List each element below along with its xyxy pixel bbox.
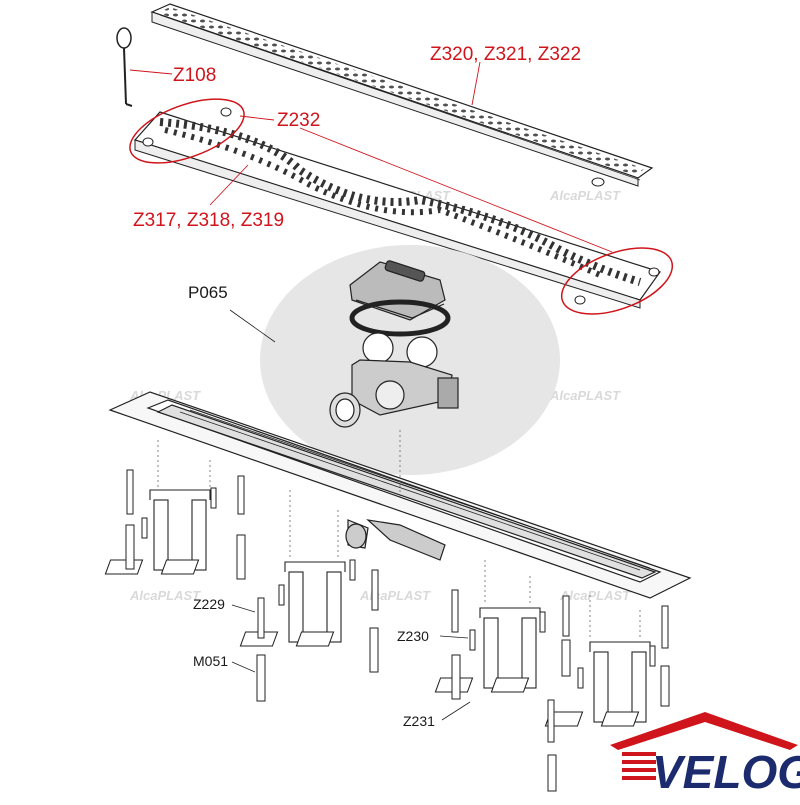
- label-anchor: M051: [193, 653, 228, 669]
- label-screw-small: Z229: [193, 596, 225, 612]
- label-bracket: Z231: [403, 713, 435, 729]
- label-screw-cover: Z232: [277, 110, 320, 131]
- bracket-3: [434, 607, 541, 693]
- label-siphon: P065: [188, 283, 228, 302]
- bracket-2: [239, 561, 346, 647]
- bracket-4: [544, 641, 651, 727]
- bracket-1: [104, 489, 211, 575]
- highlight-circle: [560, 247, 674, 315]
- grate-short: [133, 107, 661, 309]
- assembly-lines: [157, 430, 641, 640]
- logo-text: VELOG: [652, 746, 800, 798]
- label-screw-leg: Z230: [397, 628, 429, 644]
- pin-part: [116, 27, 133, 107]
- watermark: AlcaPLAST: [559, 588, 631, 603]
- watermark: AlcaPLAST: [549, 188, 621, 203]
- screws-anchors: [125, 469, 670, 792]
- watermark: AlcaPLAST: [549, 388, 621, 403]
- siphon-part: [329, 260, 459, 428]
- label-grate-long: Z320, Z321, Z322: [430, 44, 581, 65]
- leader-lines: [129, 61, 613, 253]
- velog-logo: VELOG: [610, 712, 800, 798]
- label-grate-short: Z317, Z318, Z319: [133, 210, 284, 231]
- highlight-circle: [129, 98, 245, 164]
- mounting-brackets: [104, 489, 651, 727]
- label-pin: Z108: [173, 65, 216, 86]
- grate-long: [150, 3, 654, 187]
- leader-lines-black: [229, 309, 471, 721]
- watermark: AlcaPLAST: [359, 588, 431, 603]
- watermark: AlcaPLAST: [129, 588, 201, 603]
